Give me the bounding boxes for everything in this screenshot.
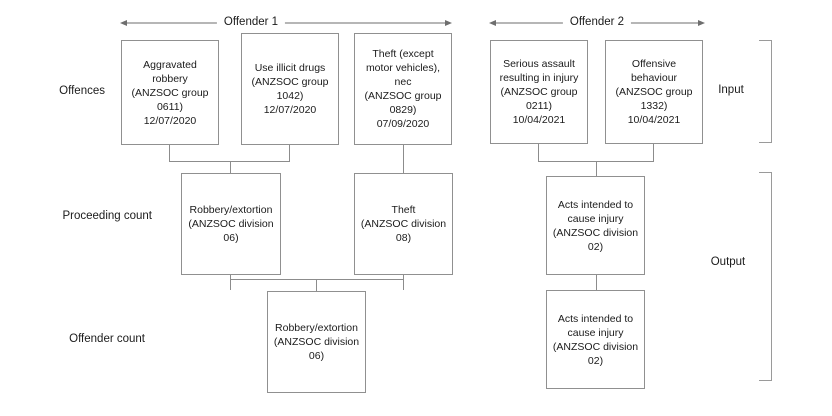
- connector-proceeding2-down: [403, 275, 404, 290]
- proceeding-box-robbery-extortion[interactable]: Robbery/extortion (ANZSOC division 06): [181, 173, 281, 275]
- side-label-input: Input: [718, 84, 744, 96]
- connector-proceeding1-down: [230, 275, 231, 290]
- connector-to-offender-count-1: [316, 279, 317, 292]
- connector-proceeding3-to-offender-2: [596, 275, 597, 290]
- proceeding-box-acts-intended-to-cause-injury[interactable]: Acts intended to cause injury (ANZSOC di…: [546, 176, 645, 275]
- span-label-offender-2: Offender 2: [562, 16, 632, 28]
- connector-merge-offences-1-2: [169, 161, 290, 162]
- offender-1-span-arrow: [120, 20, 452, 26]
- span-label-offender-1: Offender 1: [216, 16, 286, 28]
- input-bracket: [759, 40, 772, 143]
- row-label-offender-count: Offender count: [69, 333, 145, 345]
- side-label-output: Output: [710, 256, 746, 268]
- connector-offence1-down: [169, 145, 170, 161]
- row-label-offences: Offences: [59, 85, 105, 97]
- proceeding-box-theft[interactable]: Theft (ANZSOC division 08): [354, 173, 453, 275]
- offence-box-offensive-behaviour[interactable]: Offensive behaviour (ANZSOC group 1332) …: [605, 40, 703, 144]
- offence-box-serious-assault[interactable]: Serious assault resulting in injury (ANZ…: [490, 40, 588, 144]
- row-label-proceeding-count: Proceeding count: [62, 210, 152, 222]
- connector-merge-proceedings: [230, 279, 404, 280]
- connector-to-proceeding-3: [596, 161, 597, 176]
- connector-offence2-down: [289, 145, 290, 161]
- offence-box-theft-except-motor-vehicles[interactable]: Theft (except motor vehicles), nec (ANZS…: [354, 33, 452, 145]
- output-bracket: [759, 172, 772, 381]
- connector-offence4-down: [538, 144, 539, 161]
- offence-box-aggravated-robbery[interactable]: Aggravated robbery (ANZSOC group 0611) 1…: [121, 40, 219, 145]
- offender-box-robbery-extortion[interactable]: Robbery/extortion (ANZSOC division 06): [267, 291, 366, 393]
- connector-offence3-to-proceeding-2: [403, 145, 404, 173]
- connector-offence5-down: [653, 144, 654, 161]
- offender-box-acts-intended-to-cause-injury[interactable]: Acts intended to cause injury (ANZSOC di…: [546, 290, 645, 389]
- offence-box-use-illicit-drugs[interactable]: Use illicit drugs (ANZSOC group 1042) 12…: [241, 33, 339, 145]
- connector-to-proceeding-1: [230, 161, 231, 173]
